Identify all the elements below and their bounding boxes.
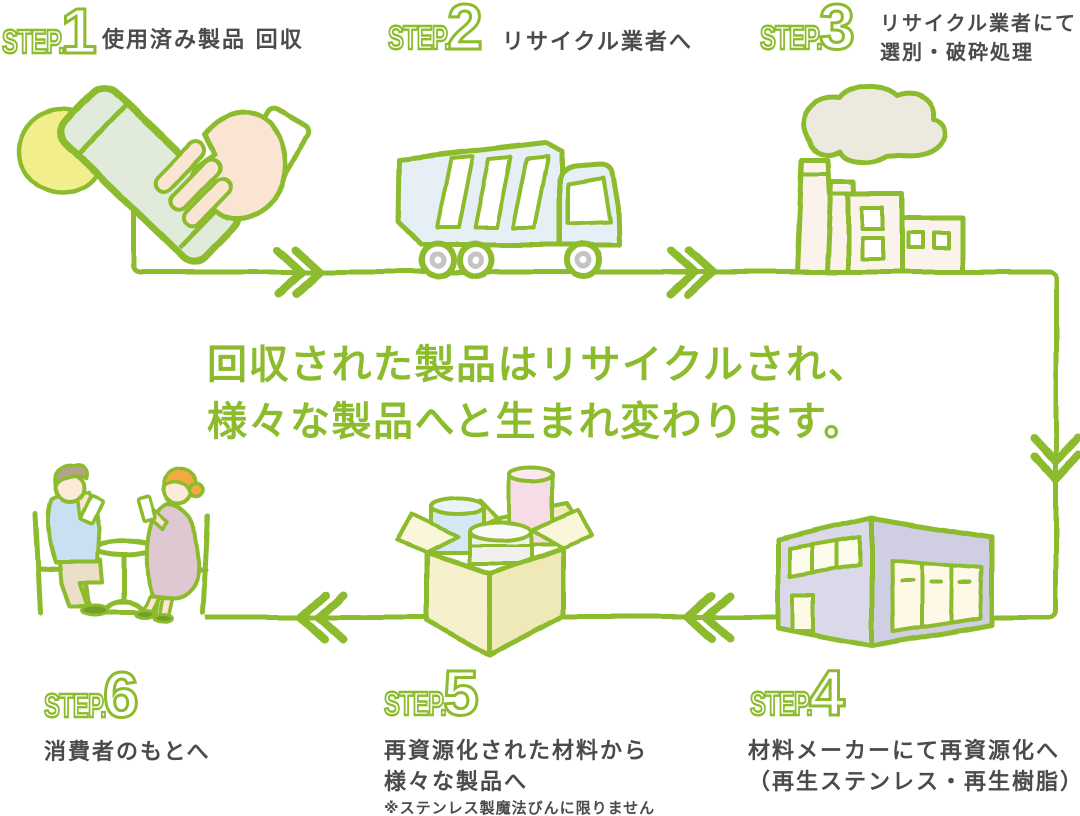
step-3-label-line2: 選別・破砕処理 (880, 40, 1034, 64)
step-5-label-line1: 再資源化された材料から (384, 739, 649, 764)
flow-headline: 回収された製品はリサイクルされ、 様々な製品へと生まれ変わります。 (207, 337, 869, 451)
step-4-prefix: STEP. (749, 684, 813, 722)
step-2-prefix: STEP. (387, 18, 451, 56)
flow-connector-line (130, 196, 1059, 620)
step-2-badge: STEP.2 (387, 0, 485, 63)
step-5-number: 5 (442, 657, 481, 729)
step-1-label: 使用済み製品 回収 (102, 28, 304, 53)
step-1-number: 1 (60, 0, 99, 67)
step-3-badge: STEP.3 (759, 0, 857, 63)
people-at-table-illustration (33, 463, 211, 624)
arrow-left-icon-2 (295, 591, 347, 643)
headline-line1: 回収された製品はリサイクルされ、 (207, 342, 870, 388)
step-6-label: 消費者のもとへ (44, 740, 211, 765)
step-1-badge: STEP.1 (1, 0, 99, 67)
step-4-label-line1: 材料メーカーにて再資源化へ (748, 739, 1061, 764)
step-4-number: 4 (808, 657, 847, 729)
step-1-prefix: STEP. (1, 22, 65, 60)
step-4-badge: STEP.4 (749, 657, 847, 729)
warehouse-illustration (775, 515, 995, 649)
step-6-number: 6 (102, 659, 141, 731)
factory-illustration (794, 83, 966, 275)
step-4-label-line2: （再生ステンレス・再生樹脂） (748, 770, 1080, 795)
arrow-right-icon-1 (274, 246, 326, 298)
step-6-prefix: STEP. (43, 686, 107, 724)
truck-illustration (395, 139, 622, 279)
step-4-label: 材料メーカーにて再資源化へ （再生ステンレス・再生樹脂） (748, 736, 1080, 798)
step-5-badge: STEP.5 (383, 657, 481, 729)
step-3-prefix: STEP. (759, 18, 823, 56)
hand-with-bottle-illustration (17, 84, 312, 266)
step-3-label: リサイクル業者にて 選別・破砕処理 (880, 9, 1077, 67)
step-3-number: 3 (818, 0, 857, 63)
headline-line2: 様々な製品へと生まれ変わります。 (207, 399, 865, 445)
step-5-note: ※ステンレス製魔法びんに限りません (384, 799, 656, 816)
step-3-label-line1: リサイクル業者にて (880, 11, 1077, 35)
step-5-label-line2: 様々な製品へ (384, 770, 529, 795)
step-2-number: 2 (446, 0, 485, 63)
step-5-label: 再資源化された材料から 様々な製品へ (384, 736, 648, 798)
arrow-down-icon (1030, 434, 1080, 486)
truck-wheels (419, 241, 603, 279)
step-2-label: リサイクル業者へ (502, 30, 693, 55)
step-6-badge: STEP.6 (43, 659, 141, 731)
step-5-prefix: STEP. (383, 684, 447, 722)
woman-figure (134, 466, 205, 624)
man-figure (46, 463, 110, 617)
arrow-right-icon-2 (666, 246, 718, 298)
product-box-illustration (396, 465, 594, 658)
arrow-left-icon-1 (682, 591, 734, 643)
